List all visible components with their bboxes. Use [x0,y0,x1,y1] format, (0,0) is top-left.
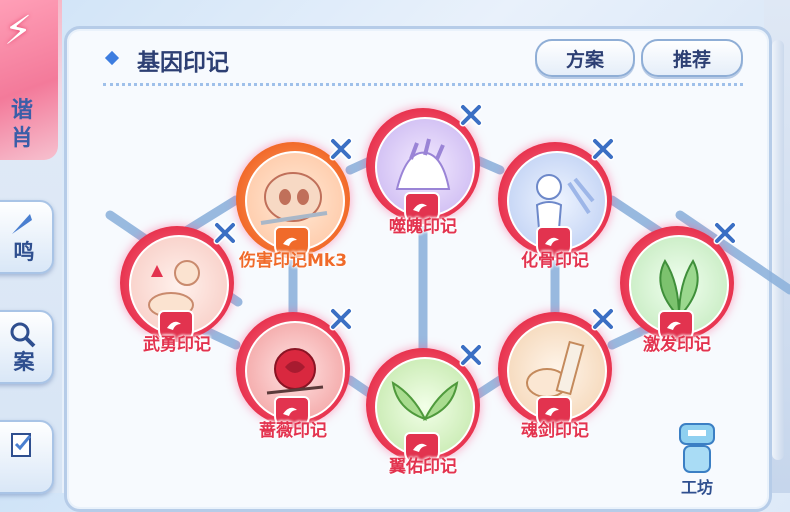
remove-icon[interactable] [588,134,618,164]
feather-icon [12,214,32,234]
remove-icon[interactable] [588,304,618,334]
gene-node[interactable]: 噬魄印记 [366,103,483,237]
rarity-badge [404,432,440,466]
remove-icon[interactable] [456,100,486,130]
sidebar-item-an[interactable]: 案 [0,310,54,384]
rarity-badge [404,192,440,226]
node-label: 翼佑印记 [389,457,457,477]
node-art [629,235,729,335]
node-label: 噬魄印记 [389,217,457,237]
sidebar-header-text-2: 肖 [10,126,33,151]
sidebar-item-label: 鸣 [13,240,35,264]
gene-node[interactable]: 翼佑印记 [366,343,483,477]
rarity-badge [536,396,572,430]
checklist-icon [11,433,32,457]
rarity-badge [658,310,694,344]
plan-button[interactable]: 方案 [535,39,635,77]
wing-icon [283,407,297,416]
remove-icon[interactable] [326,134,356,164]
node-label: 激发印记 [643,335,711,355]
node-art [245,151,345,251]
wing-icon [667,321,681,330]
rose-icon [266,348,324,395]
wing-icon [413,203,427,212]
node-art [245,321,345,421]
remove-icon[interactable] [456,340,486,370]
recommend-button[interactable]: 推荐 [641,39,743,77]
magnifier-icon [10,322,36,348]
gene-node[interactable]: 激发印记 [620,221,737,355]
node-label: 蔷薇印记 [259,421,327,441]
workshop-label: 工坊 [680,478,713,497]
sidebar-item-tasks[interactable] [0,420,54,494]
skull-icon [260,172,328,225]
title-diamond-icon [104,50,120,66]
remove-icon[interactable] [326,304,356,334]
scrollbar[interactable] [772,40,784,460]
wings-icon [391,381,459,421]
sidebar-header-banner: ⚡ 谐 肖 [0,0,58,160]
wing-icon [167,321,181,330]
wing-icon [283,237,297,246]
node-label: 化骨印记 [521,251,589,271]
workshop-button[interactable]: 工坊 [672,420,722,497]
figure-icon [535,174,595,230]
leaf-icon [659,259,699,320]
panel-title: 基因印记 [137,50,229,76]
sidebar-header-text-1: 谐 [10,98,33,123]
gene-node[interactable]: 化骨印记 [498,137,615,271]
remove-icon[interactable] [710,218,740,248]
sidebar-item-ming[interactable]: 鸣 [0,200,54,274]
gene-node[interactable]: 伤害印记Mk3 [236,137,353,271]
gene-node[interactable]: 魂剑印记 [498,307,615,441]
node-label: 伤害印记Mk3 [238,251,348,271]
node-label: 魂剑印记 [521,421,589,441]
wing-icon [545,237,559,246]
rarity-badge [536,226,572,260]
rarity-badge [274,226,310,260]
banner-glyph: ⚡ [4,8,33,54]
rarity-badge [274,396,310,430]
title-divider [103,83,743,86]
hand-icon [395,138,451,190]
rarity-badge [158,310,194,344]
node-label: 武勇印记 [143,335,211,355]
gene-node[interactable]: 武勇印记 [120,221,237,355]
robot-icon [679,423,715,473]
remove-icon[interactable] [210,218,240,248]
wing-icon [413,443,427,452]
gene-node[interactable]: 蔷薇印记 [236,307,353,441]
wing-icon [545,407,559,416]
node-art [507,321,607,421]
sidebar-item-label: 案 [13,350,35,374]
